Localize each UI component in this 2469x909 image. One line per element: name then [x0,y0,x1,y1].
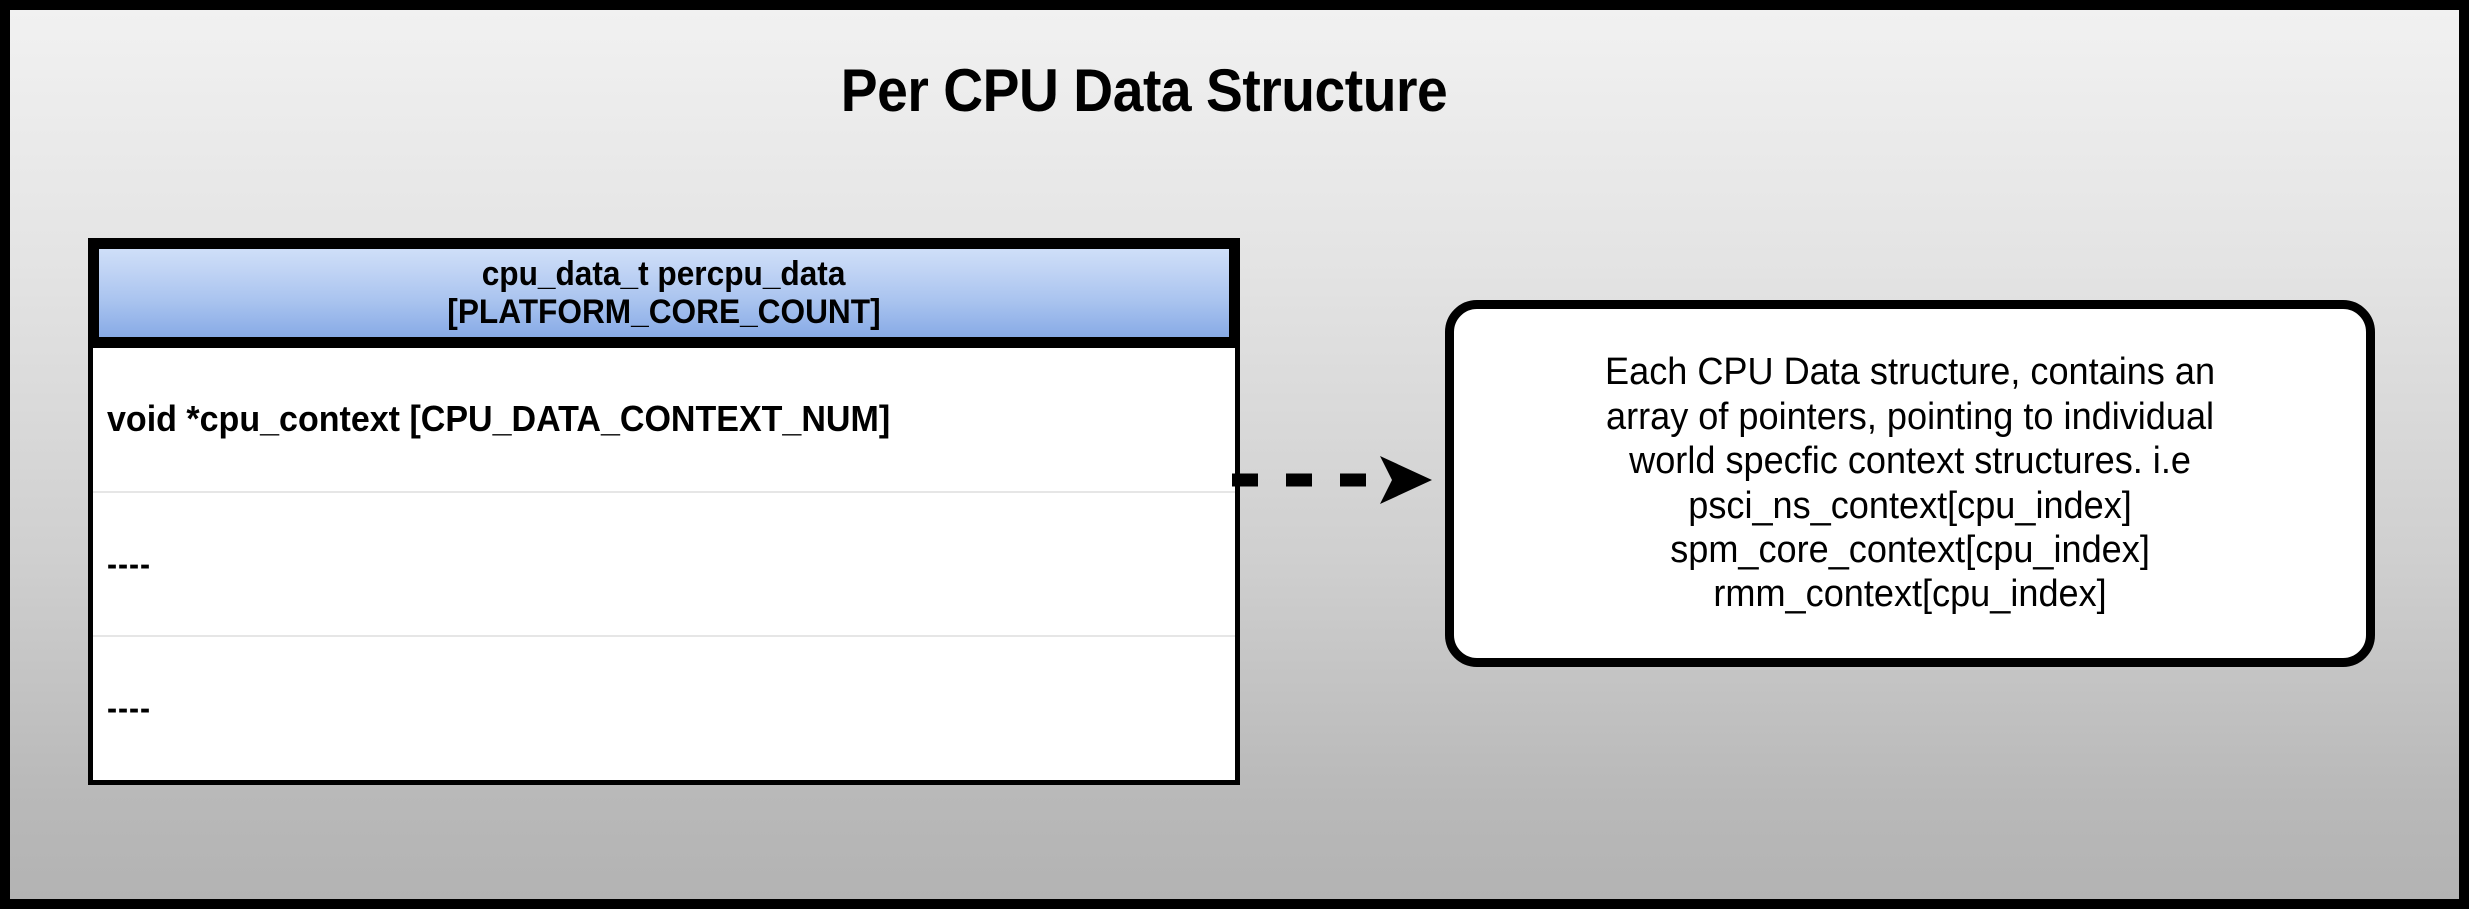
note-callout-text: Each CPU Data structure, contains an arr… [1605,351,2215,616]
connector-arrowhead [1380,456,1432,504]
struct-row-label-cpu-context: void *cpu_context [CPU_DATA_CONTEXT_NUM] [107,398,891,440]
dashed-arrow-right-icon [1232,456,1432,504]
struct-header-line-1: cpu_data_t percpu_data [482,254,846,293]
table-row: ---- [93,490,1235,636]
percpu-data-struct-table: cpu_data_t percpu_data [PLATFORM_CORE_CO… [88,238,1240,785]
page-title: Per CPU Data Structure [840,57,1448,124]
struct-table-body: void *cpu_context [CPU_DATA_CONTEXT_NUM]… [88,348,1240,785]
table-row: void *cpu_context [CPU_DATA_CONTEXT_NUM] [93,348,1235,491]
table-row: ---- [93,635,1235,780]
struct-table-header: cpu_data_t percpu_data [PLATFORM_CORE_CO… [88,238,1240,348]
struct-header-line-2: [PLATFORM_CORE_COUNT] [447,293,881,331]
note-callout-box: Each CPU Data structure, contains an arr… [1445,300,2375,667]
diagram-stage: Per CPU Data Structure cpu_data_t percpu… [10,10,2459,899]
struct-row-label-placeholder-2: ---- [107,690,152,727]
struct-row-label-placeholder-1: ---- [107,545,152,582]
